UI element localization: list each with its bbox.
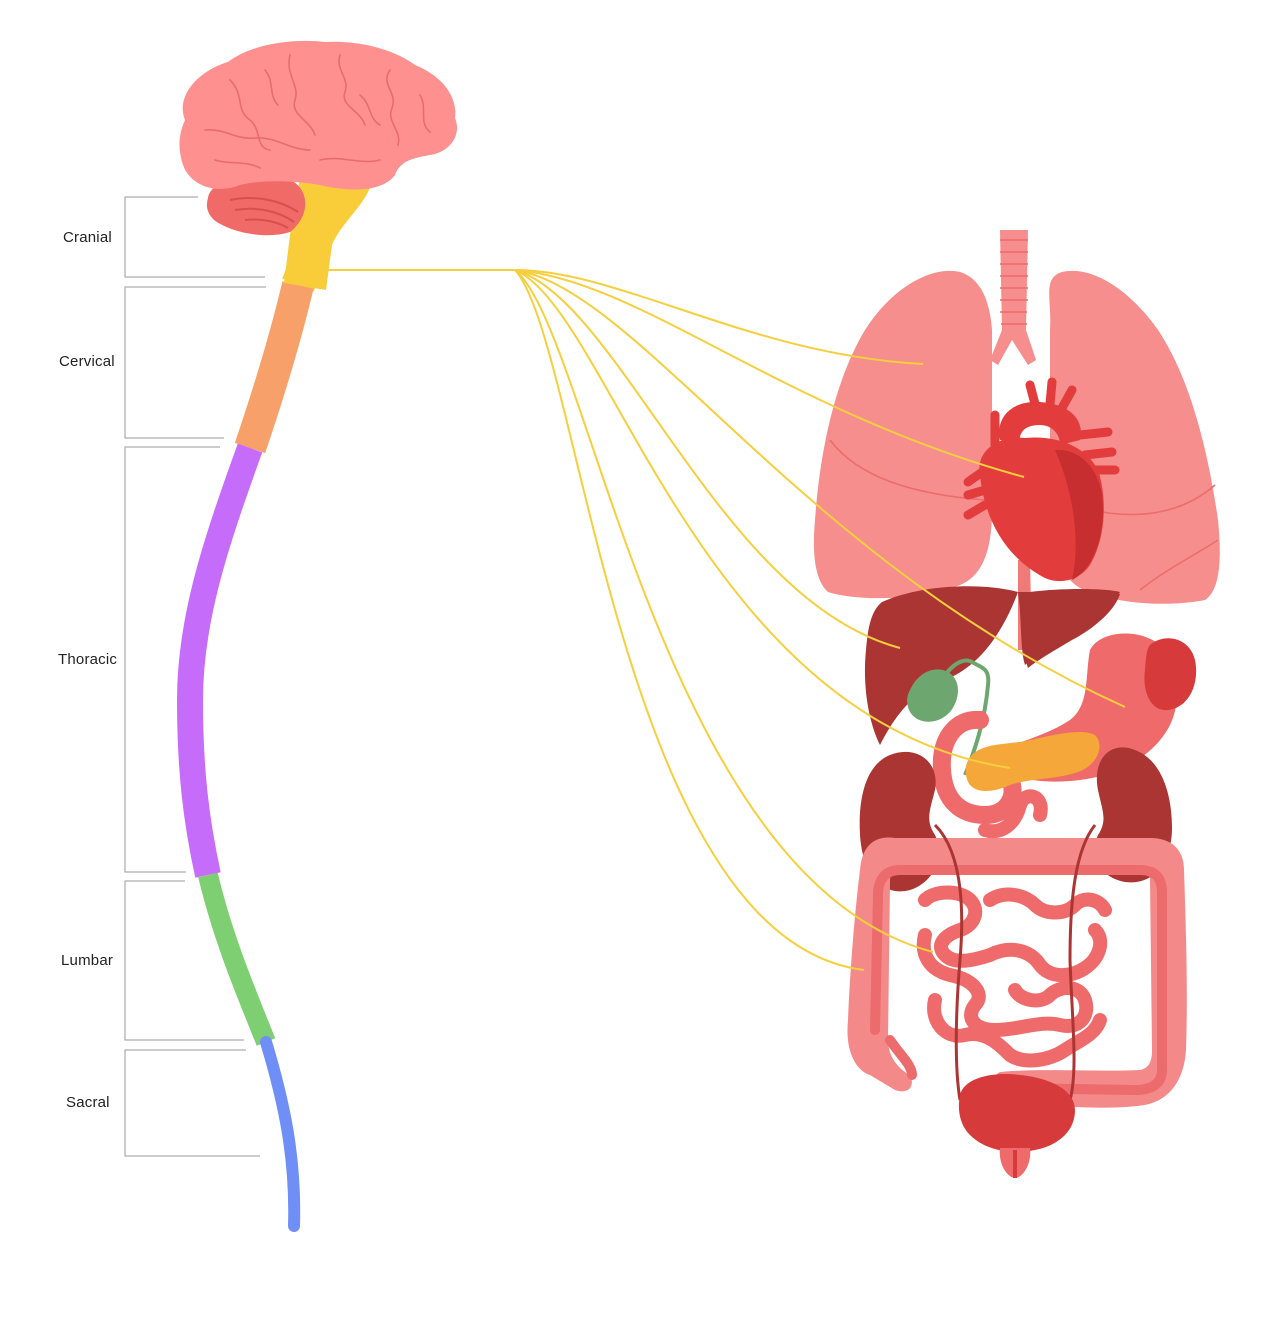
nerve-to-small-intestine (514, 269, 934, 953)
aorta (999, 401, 1081, 445)
brain (179, 40, 458, 236)
brainstem (284, 178, 370, 290)
cervical-bracket (124, 286, 266, 439)
cerebellum-folds (229, 197, 299, 229)
segment-brackets (124, 196, 266, 1157)
nerve-to-pancreas (514, 269, 1011, 769)
heart-shade (1055, 449, 1104, 580)
sacral-segment (260, 1036, 301, 1232)
trachea (1000, 230, 1028, 330)
cervical-segment (234, 281, 314, 454)
cranial-label: Cranial (63, 229, 112, 246)
organs (813, 230, 1220, 1178)
nerve-to-stomach (514, 269, 1126, 708)
nerve-to-liver (514, 269, 901, 649)
cranial-bracket (124, 196, 265, 278)
thoracic-bracket (124, 446, 220, 873)
appendix (885, 1035, 917, 1080)
left-lung (813, 270, 992, 599)
heart-vessels (963, 377, 1120, 520)
thoracic-label: Thoracic (58, 651, 118, 668)
cerebrum (179, 40, 458, 190)
nerve-to-lungs (514, 269, 924, 365)
brain-folds (204, 54, 431, 169)
spleen (1144, 638, 1197, 711)
ureters (933, 823, 1097, 1101)
lumbar-bracket (124, 880, 244, 1041)
cerebellum (206, 176, 306, 236)
colon-inner-line (870, 865, 1167, 1096)
liver-right-lobe (1021, 589, 1120, 668)
lumbar-label: Lumbar (61, 952, 114, 969)
vagus-nerve (326, 269, 1126, 971)
pancreas (965, 732, 1100, 791)
sacral-label: Sacral (66, 1094, 110, 1111)
thoracic-segment (176, 443, 263, 878)
bladder (958, 1074, 1075, 1152)
sacral-bracket (124, 1049, 260, 1157)
bile-duct (943, 658, 991, 776)
cervical-label: Cervical (59, 353, 115, 370)
lumbar-segment (198, 872, 276, 1046)
nerve-to-large-intestine (514, 269, 865, 971)
gallbladder (907, 669, 958, 722)
bronchi (990, 330, 1036, 365)
duodenum (932, 710, 1022, 825)
small-intestine (916, 789, 1112, 1068)
nerve-to-heart (514, 269, 1025, 478)
trachea-rings (1000, 239, 1028, 325)
spinal-cord (176, 200, 342, 1232)
